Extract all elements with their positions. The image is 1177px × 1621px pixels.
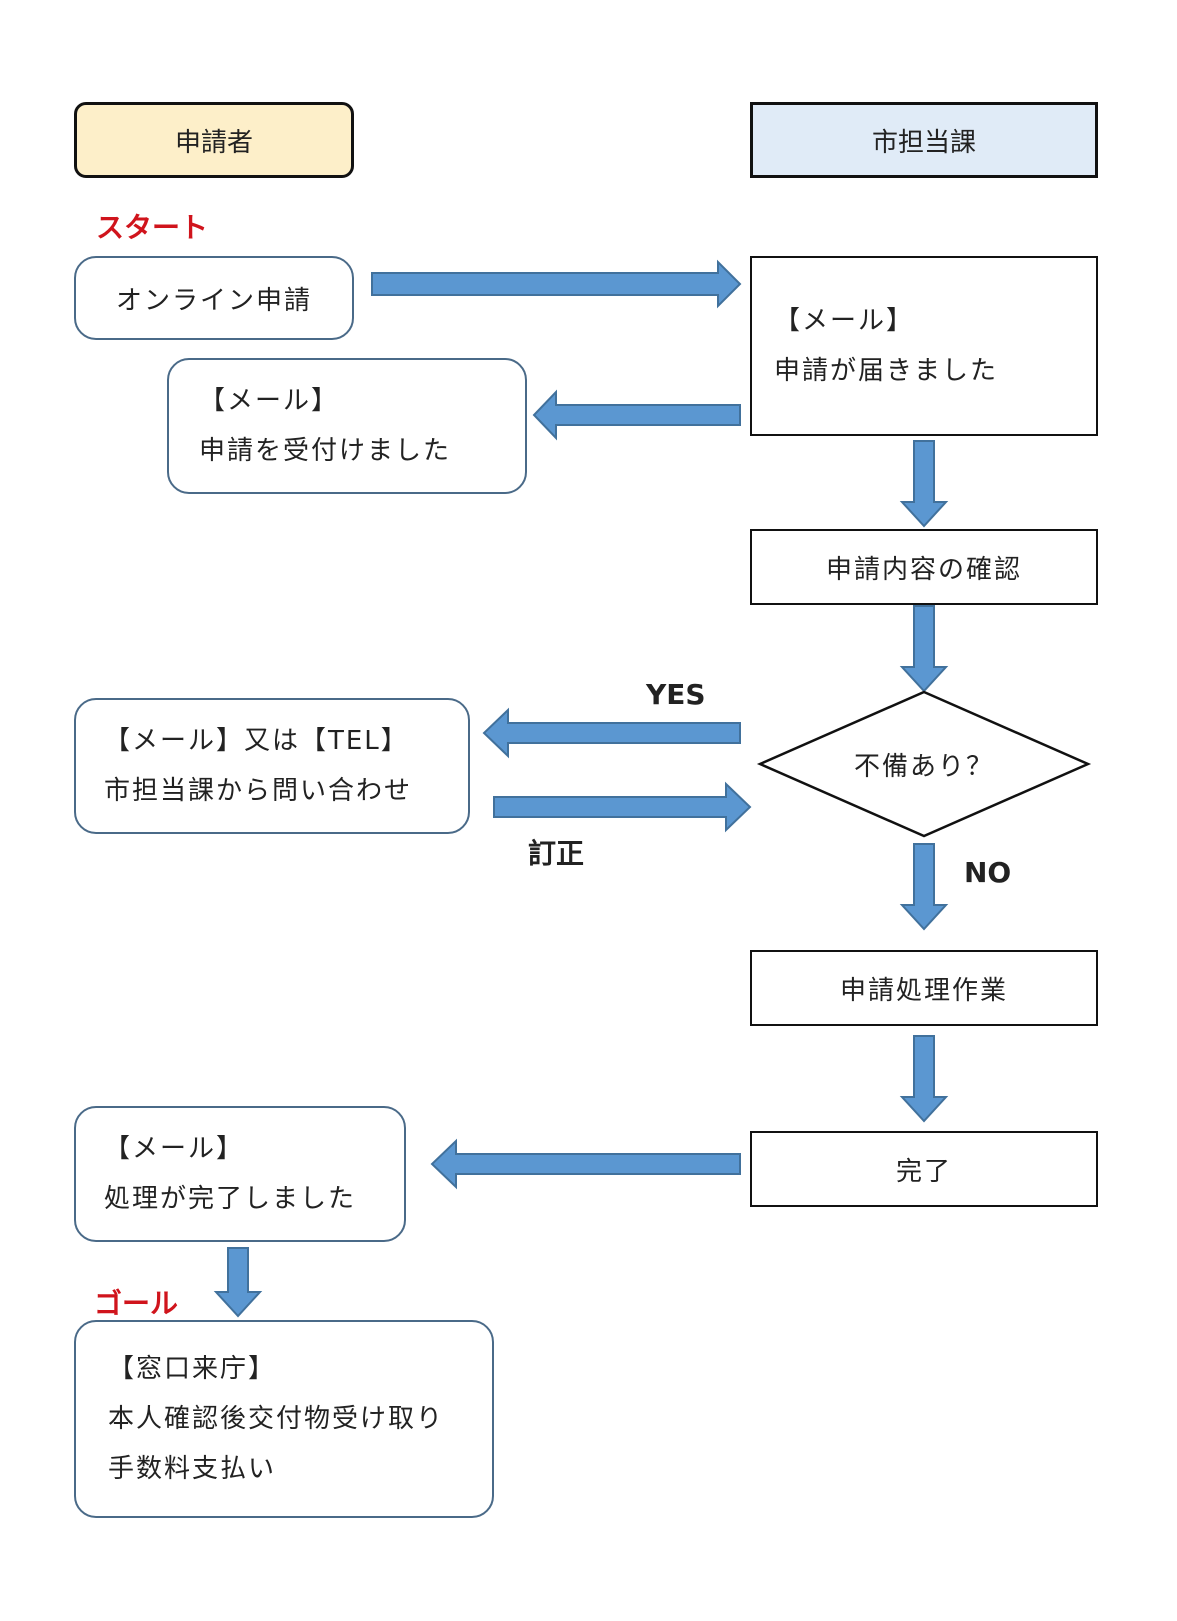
counter-visit-line-1: 【窓口来庁】: [108, 1354, 277, 1384]
counter-visit-node: 【窓口来庁】 本人確認後交付物受け取り 手数料支払い: [74, 1320, 494, 1518]
mail-accepted-node: 【メール】 申請を受付けました: [167, 358, 527, 494]
mail-accepted-line-2: 申請を受付けました: [199, 436, 452, 466]
start-label: スタート: [96, 211, 209, 244]
arrow-mail-done-to-visit: [213, 1247, 263, 1318]
content-check-text: 申請内容の確認: [825, 554, 1022, 585]
mail-received-node: 【メール】 申請が届きました: [750, 256, 1098, 436]
arrow-complete-to-mail-done: [430, 1138, 741, 1190]
arrow-yes-to-inquiry: [482, 707, 741, 759]
arrow-received-to-check: [899, 440, 949, 528]
mail-done-line-2: 処理が完了しました: [104, 1184, 357, 1214]
mail-accepted-line-1: 【メール】: [199, 386, 340, 416]
arrow-no-to-processing: [899, 843, 949, 931]
goal-label: ゴール: [94, 1287, 179, 1320]
mail-received-line-2: 申請が届きました: [774, 356, 999, 386]
content-check-node: 申請内容の確認: [750, 529, 1098, 605]
counter-visit-line-3: 手数料支払い: [108, 1454, 277, 1484]
inquiry-line-1: 【メール】又は【TEL】: [104, 726, 409, 756]
online-application-text: オンライン申請: [115, 285, 312, 316]
mail-done-line-1: 【メール】: [104, 1134, 245, 1164]
complete-node: 完了: [750, 1131, 1098, 1207]
online-application-node: オンライン申請: [74, 256, 354, 340]
yes-label: YES: [646, 678, 706, 711]
processing-node: 申請処理作業: [750, 950, 1098, 1026]
applicant-lane-header: 申請者: [74, 102, 354, 178]
counter-visit-line-2: 本人確認後交付物受け取り: [108, 1404, 445, 1434]
decision-diamond: [756, 690, 1092, 838]
no-label: NO: [964, 856, 1012, 889]
mail-done-node: 【メール】 処理が完了しました: [74, 1106, 406, 1242]
decision-text: 不備あり？: [853, 751, 994, 782]
mail-received-line-1: 【メール】: [774, 306, 915, 336]
arrow-online-to-city: [371, 259, 742, 309]
decision-node: 不備あり？: [800, 740, 1048, 788]
city-header-text: 市担当課: [871, 127, 976, 158]
correction-label: 訂正: [528, 837, 585, 870]
inquiry-node: 【メール】又は【TEL】 市担当課から問い合わせ: [74, 698, 470, 834]
arrow-check-to-decision: [899, 605, 949, 693]
arrow-city-to-accepted: [532, 389, 741, 441]
inquiry-line-2: 市担当課から問い合わせ: [104, 776, 413, 806]
arrow-correction-to-decision: [493, 781, 752, 833]
arrow-processing-to-complete: [899, 1035, 949, 1123]
city-lane-header: 市担当課: [750, 102, 1098, 178]
complete-text: 完了: [895, 1156, 952, 1187]
applicant-header-text: 申請者: [174, 127, 253, 158]
processing-text: 申請処理作業: [839, 975, 1008, 1006]
